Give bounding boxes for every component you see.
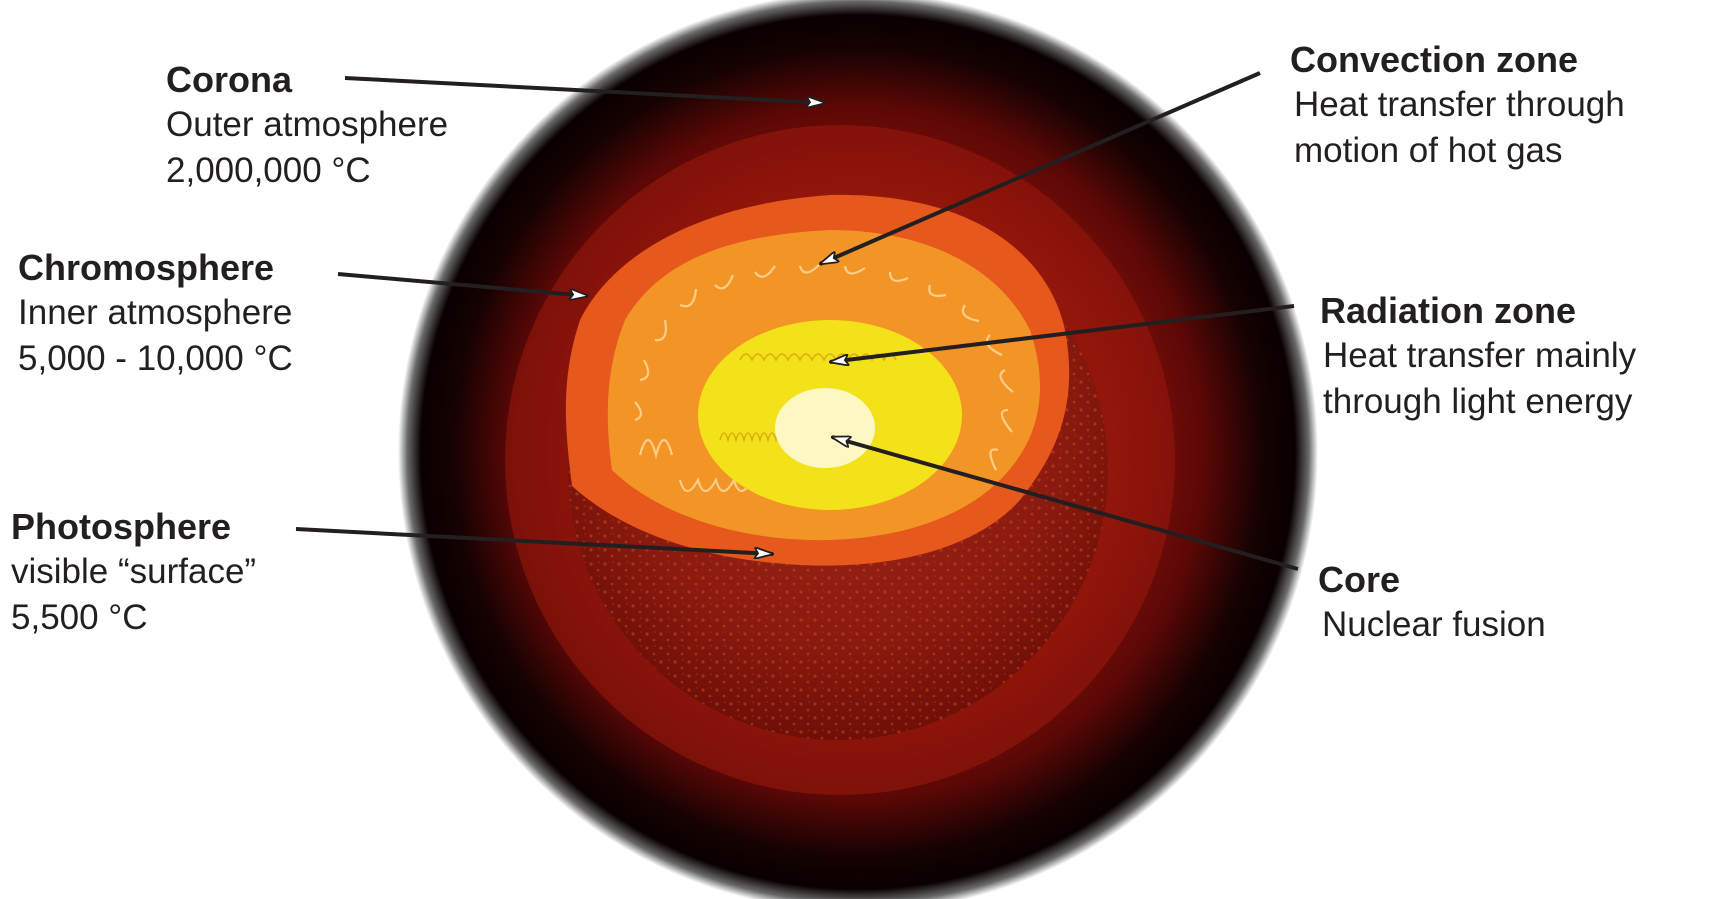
pointer-arrows xyxy=(295,71,1299,571)
corona-title: Corona xyxy=(166,59,292,100)
convection-zone-title: Convection zone xyxy=(1290,39,1579,80)
chromosphere-temperature: 5,000 - 10,000 °C xyxy=(18,339,293,378)
corona-arrow xyxy=(344,76,825,103)
convection-zone-description-1: Heat transfer through xyxy=(1294,85,1625,124)
core xyxy=(775,388,875,468)
convection-zone-description-2: motion of hot gas xyxy=(1294,131,1563,170)
chromosphere-description: Inner atmosphere xyxy=(18,293,293,332)
corona-description: Outer atmosphere xyxy=(166,105,449,144)
chromosphere-arrow xyxy=(337,272,588,296)
radiation-zone-label: Radiation zone Heat transfer mainly thro… xyxy=(1320,289,1636,425)
convection-zone-arrow xyxy=(820,71,1261,266)
convection-zone-label: Convection zone Heat transfer through mo… xyxy=(1290,38,1625,174)
core-arrow xyxy=(832,435,1299,571)
convection-cells xyxy=(634,263,1014,493)
photosphere-temperature: 5,500 °C xyxy=(11,598,148,637)
radiation-zone-arrow xyxy=(830,304,1295,362)
corona-label: Corona Outer atmosphere 2,000,000 °C xyxy=(166,58,448,194)
photosphere-title: Photosphere xyxy=(11,506,232,547)
photosphere-description: visible “surface” xyxy=(11,552,257,591)
radiation-zone-description-1: Heat transfer mainly xyxy=(1323,336,1637,375)
chromosphere-title: Chromosphere xyxy=(18,247,275,288)
radiation-zone-description-2: through light energy xyxy=(1323,382,1633,421)
core-title: Core xyxy=(1318,559,1401,600)
core-description: Nuclear fusion xyxy=(1322,605,1546,644)
core-label: Core Nuclear fusion xyxy=(1318,558,1546,648)
photosphere-label: Photosphere visible “surface” 5,500 °C xyxy=(11,505,256,641)
photosphere-arrow xyxy=(295,527,773,554)
chromosphere-label: Chromosphere Inner atmosphere 5,000 - 10… xyxy=(18,246,293,382)
radiation-zone-title: Radiation zone xyxy=(1320,290,1577,331)
corona-temperature: 2,000,000 °C xyxy=(166,151,371,190)
